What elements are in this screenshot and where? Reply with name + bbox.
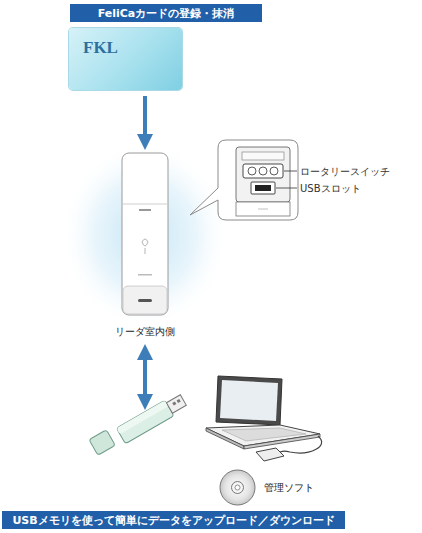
title-band: FeliCaカードの登録・抹消 [70,4,262,22]
usb-memory [89,392,188,455]
disc-outline [219,469,256,506]
touch-mark [142,239,148,254]
leader-line [284,171,297,172]
callout-bubble [190,140,298,220]
node-label: 管理ソフト [264,481,314,495]
disc [220,470,255,505]
band-title: FeliCaカードの登録・抹消 [98,6,235,21]
indicator [138,299,152,302]
logo-mark [138,274,152,276]
leader-line [276,188,297,189]
reader-outline [121,152,169,316]
node-label: リーダ室内側 [115,325,175,339]
disc-hole [235,485,240,490]
logo-mark [139,209,151,211]
card-logo: FKL [83,38,118,58]
band-title: USBメモリを使って簡単にデータをアップロード／ダウンロード [12,513,334,528]
felica-card: FKL [69,28,182,90]
flow-arrow [143,96,147,142]
reader-glow [60,140,230,330]
panel-seam [123,204,167,205]
transfer-arrow [143,352,147,402]
part-label: USBスロット [300,182,361,196]
disc-hub [232,482,244,494]
footer-band: USBメモリを使って簡単にデータをアップロード／ダウンロード [2,511,345,529]
usb-slot [255,185,271,191]
laptop [206,376,322,461]
reader-body [122,153,168,315]
software-disc: 管理ソフト [219,469,256,506]
part-label: ロータリースイッチ [300,165,390,179]
reader-device: リーダ室内側 [121,152,169,316]
reader-base [123,286,167,314]
rotary-switch [243,164,283,178]
